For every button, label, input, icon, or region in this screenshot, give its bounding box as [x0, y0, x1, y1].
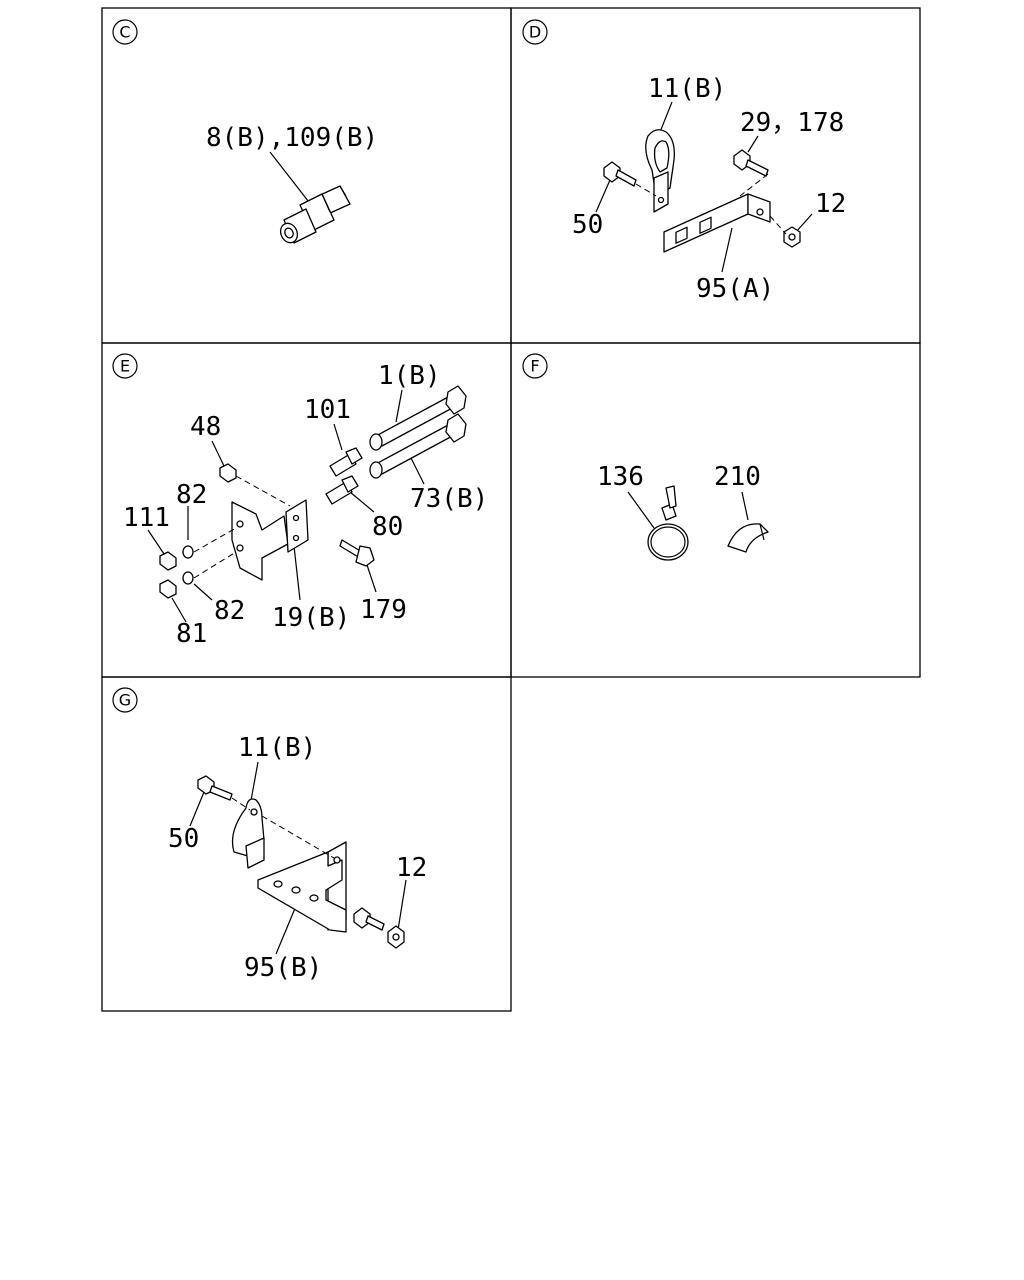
clip-11b	[645, 129, 675, 213]
label-29-178: 29，178	[740, 108, 844, 138]
fitting-part	[279, 185, 351, 244]
bracket-95a	[663, 193, 771, 253]
panel-f-id-badge: F	[522, 353, 548, 379]
label-95a: 95(A)	[696, 274, 774, 304]
label-50: 50	[572, 210, 603, 240]
bolt-179	[339, 539, 375, 567]
panel-g-frame	[101, 676, 512, 1012]
studs-101-80	[325, 447, 363, 505]
panel-e-id-badge: E	[112, 353, 138, 379]
label-11b-g: 11(B)	[238, 733, 316, 763]
label-11b: 11(B)	[648, 74, 726, 104]
panel-d: D 11(B) 29，178 50 12 95(A)	[522, 19, 846, 304]
label-111: 111	[123, 503, 170, 533]
panel-g-id-badge: G	[112, 687, 138, 713]
small-parts-e	[159, 463, 237, 599]
leader-line	[269, 151, 313, 207]
label-82-top: 82	[176, 480, 207, 510]
svg-text:F: F	[530, 357, 539, 376]
label-82-bottom: 82	[214, 596, 245, 626]
panel-f: F 136 210	[522, 353, 769, 561]
bracket-19b	[231, 499, 309, 581]
clip-210	[727, 523, 769, 553]
label-73b: 73(B)	[410, 484, 488, 514]
panel-g: G 11(B) 50 12 95(B)	[112, 687, 427, 983]
bracket-95b	[257, 841, 347, 933]
panel-c: C 8(B),109(B)	[112, 19, 378, 244]
nut-12-g	[387, 925, 405, 949]
svg-text:E: E	[120, 357, 130, 376]
label-50-g: 50	[168, 824, 199, 854]
bolt-50	[603, 161, 637, 187]
panel-c-id-badge: C	[112, 19, 138, 45]
panel-d-id-badge: D	[522, 19, 548, 45]
bolt-50-g	[197, 775, 233, 801]
nut-12	[783, 226, 801, 248]
bolt-29-178	[733, 149, 769, 177]
screw-g	[353, 907, 385, 931]
label-136: 136	[597, 462, 644, 492]
label-179: 179	[360, 595, 407, 625]
label-8b-109b: 8(B),109(B)	[206, 123, 378, 153]
label-12: 12	[815, 189, 846, 219]
bolts-1b-73b	[369, 385, 467, 479]
label-81: 81	[176, 619, 207, 649]
clip-11b-g	[231, 798, 265, 869]
svg-text:G: G	[119, 691, 131, 710]
label-48: 48	[190, 412, 221, 442]
svg-text:D: D	[529, 23, 541, 42]
label-210: 210	[714, 462, 761, 492]
label-12-g: 12	[396, 853, 427, 883]
label-1b: 1(B)	[378, 361, 441, 391]
panel-f-frame	[510, 342, 921, 678]
label-101: 101	[304, 395, 351, 425]
svg-text:C: C	[119, 23, 130, 42]
panel-frames	[101, 7, 921, 1012]
panel-c-frame	[101, 7, 512, 344]
label-19b: 19(B)	[272, 603, 350, 633]
panel-e: E 1(B) 101 48 82 73(B) 111 80 82 179 19(…	[112, 353, 488, 649]
label-95b: 95(B)	[244, 953, 322, 983]
clamp-136	[647, 485, 689, 561]
label-80: 80	[372, 512, 403, 542]
